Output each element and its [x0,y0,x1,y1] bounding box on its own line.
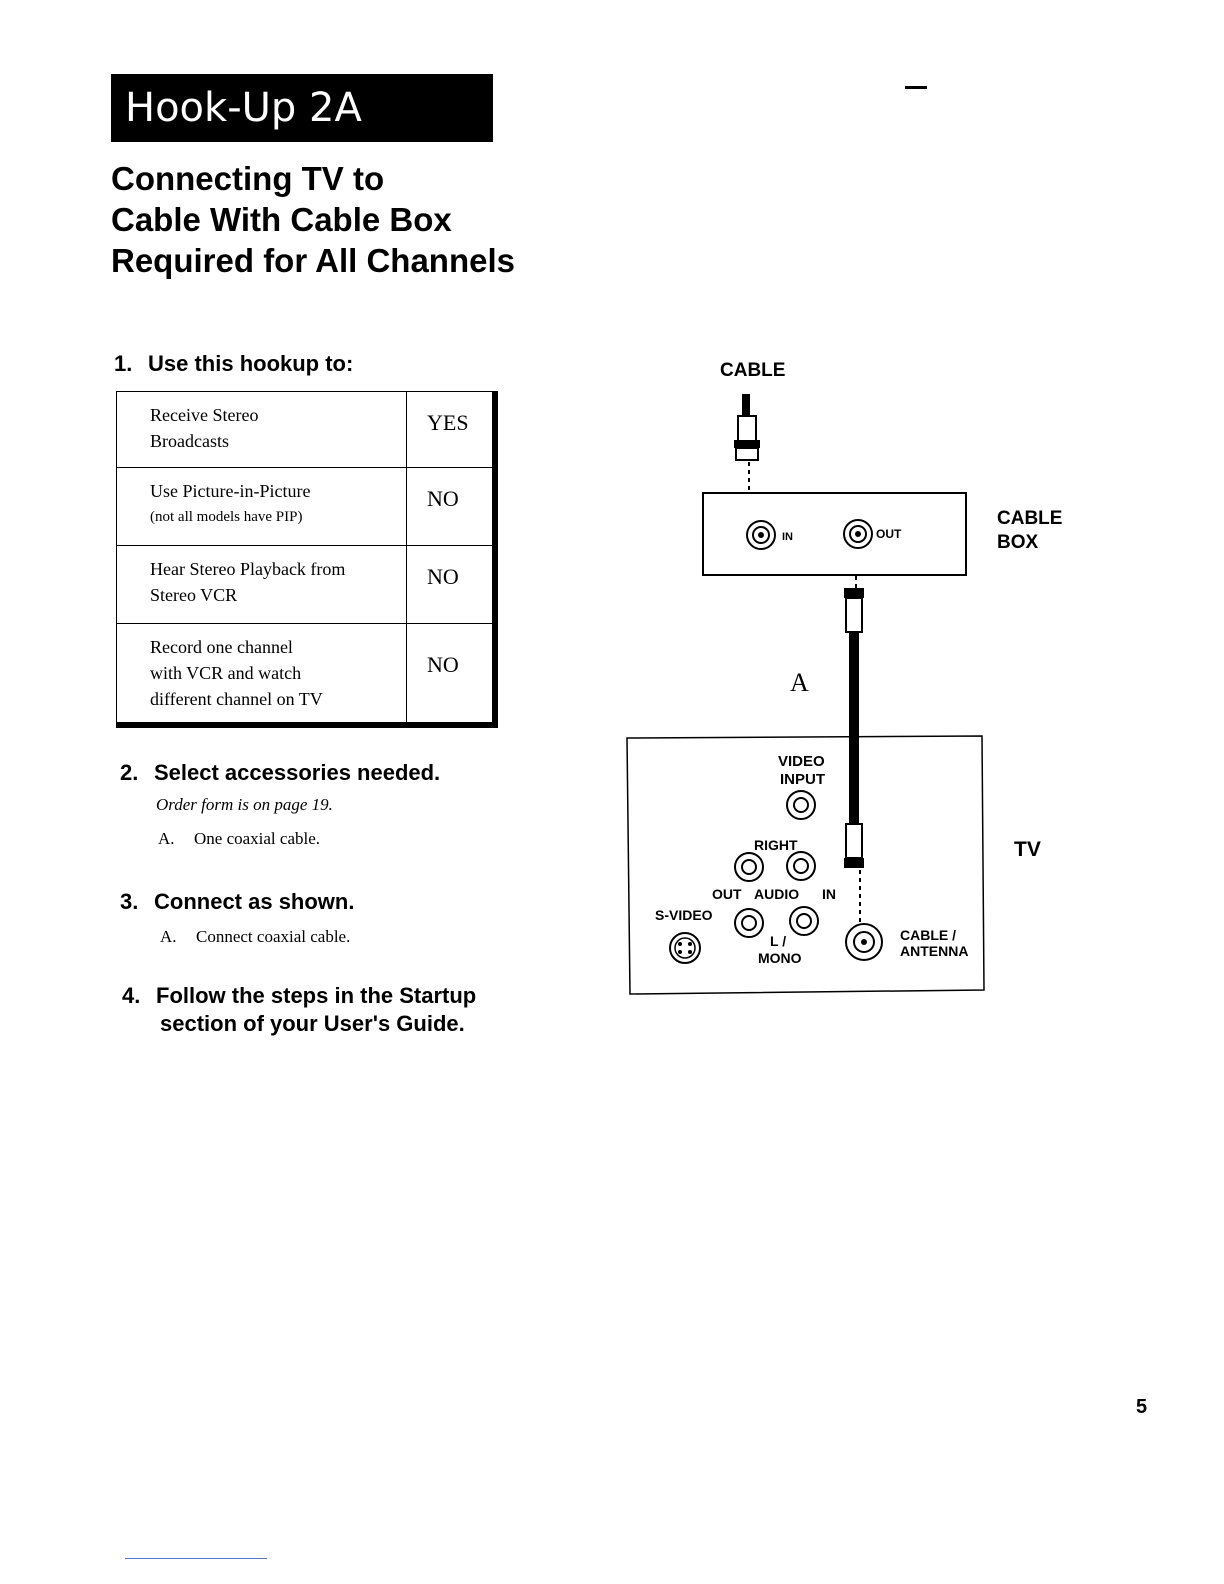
row-value: YES [406,391,496,468]
cable-box-label-1: CABLE [997,508,1063,529]
video-input-jack-icon [786,790,816,820]
step-3-title: 3. Connect as shown. [120,889,354,915]
accessory-letter: A. [158,829,175,848]
cable-box-label-2: BOX [997,532,1039,553]
hookup-capability-table: Receive Stereo Broadcasts YES Use Pictur… [116,391,506,728]
row-line-2: (not all models have PIP) [150,509,303,525]
audio-in-left-jack-icon [789,906,819,936]
hookup-diagram: IN OUT VIDEO INPUT RIGHT OUT AUDIO IN S-… [626,394,985,995]
step-1-title: 1. Use this hookup to: [114,351,353,377]
svideo-label: S-VIDEO [655,907,713,923]
row-description: Hear Stereo Playback from Stereo VCR [116,545,407,624]
page-heading: Connecting TV to Cable With Cable Box Re… [111,158,631,281]
row-line-2: Broadcasts [150,431,229,451]
row-line-2: with VCR and watch [150,663,302,683]
row-line-2: Stereo VCR [150,585,238,605]
row-line-1: Hear Stereo Playback from [150,559,346,579]
row-description: Receive Stereo Broadcasts [116,391,407,468]
audio-out-left-jack-icon [734,908,764,938]
video-label: VIDEO [778,753,825,770]
row-line-1: Record one channel [150,637,293,657]
svideo-jack-icon [669,932,701,964]
heading-line-3: Required for All Channels [111,242,515,279]
audio-label: AUDIO [754,886,799,902]
cable-box-icon [702,492,967,576]
cable-letter-label: A [790,668,809,697]
accessory-item: A. One coaxial cable. [158,829,320,849]
step-1-number: 1. [114,351,133,376]
step-4-line-2: section of your User's Guide. [160,1011,465,1036]
connect-letter: A. [160,927,177,946]
tv-panel-icon [626,735,985,995]
step-4-title: 4. Follow the steps in the Startup sectio… [122,982,476,1038]
step-2-title: 2. Select accessories needed. [120,760,440,786]
step-4-number: 4. [122,983,141,1008]
cable-antenna-label-2: ANTENNA [900,943,968,959]
step-3-text: Connect as shown. [154,889,355,914]
cable-antenna-jack-icon [845,923,883,961]
box-out-label: OUT [876,527,902,541]
connect-item: A. Connect coaxial cable. [160,927,350,947]
row-value: NO [406,623,496,726]
audio-in-right-jack-icon [786,851,816,881]
step-4-line-1: Follow the steps in the Startup [156,983,477,1008]
row-description: Record one channel with VCR and watch di… [116,623,407,726]
step-2-number: 2. [120,760,139,785]
cable-connector-icon [734,394,760,461]
connect-text: Connect coaxial cable. [196,927,351,946]
row-line-3: different channel on TV [150,689,323,709]
hookup-banner: Hook-Up 2A [111,74,493,142]
box-in-label: IN [782,531,793,543]
tv-label: TV [1014,838,1041,861]
row-value: NO [406,545,496,624]
table-row: Receive Stereo Broadcasts YES [116,391,496,468]
box-in-jack-icon [746,520,776,550]
out-label: OUT [712,886,742,902]
heading-line-2: Cable With Cable Box [111,201,452,238]
l-label: L / [770,933,786,949]
accessory-text: One coaxial cable. [194,829,321,848]
input-label: INPUT [780,771,825,788]
row-line-1: Receive Stereo [150,405,259,425]
table-row: Hear Stereo Playback from Stereo VCR NO [116,545,496,624]
step-2-text: Select accessories needed. [154,760,441,785]
scan-mark [905,86,927,89]
page-number: 5 [1136,1396,1148,1418]
in-label: IN [822,886,836,902]
table-row: Record one channel with VCR and watch di… [116,623,496,726]
right-label: RIGHT [754,837,798,853]
order-form-note: Order form is on page 19. [156,795,333,814]
cable-antenna-label-1: CABLE / [900,927,956,943]
banner-title: Hook-Up 2A [125,85,362,131]
step-3-number: 3. [120,889,139,914]
heading-line-1: Connecting TV to [111,160,385,197]
audio-out-right-jack-icon [734,852,764,882]
row-line-1: Use Picture-in-Picture [150,481,311,501]
cable-label: CABLE [720,360,786,381]
coaxial-cable-icon [844,588,864,868]
row-description: Use Picture-in-Picture (not all models h… [116,467,407,546]
cable-box-label: CABLE BOX [997,507,1062,555]
mono-label: MONO [758,950,802,966]
table-row: Use Picture-in-Picture (not all models h… [116,467,496,546]
step-1-text: Use this hookup to: [148,351,354,376]
footer-rule [125,1558,267,1559]
box-out-jack-icon [843,519,873,549]
row-value: NO [406,467,496,546]
